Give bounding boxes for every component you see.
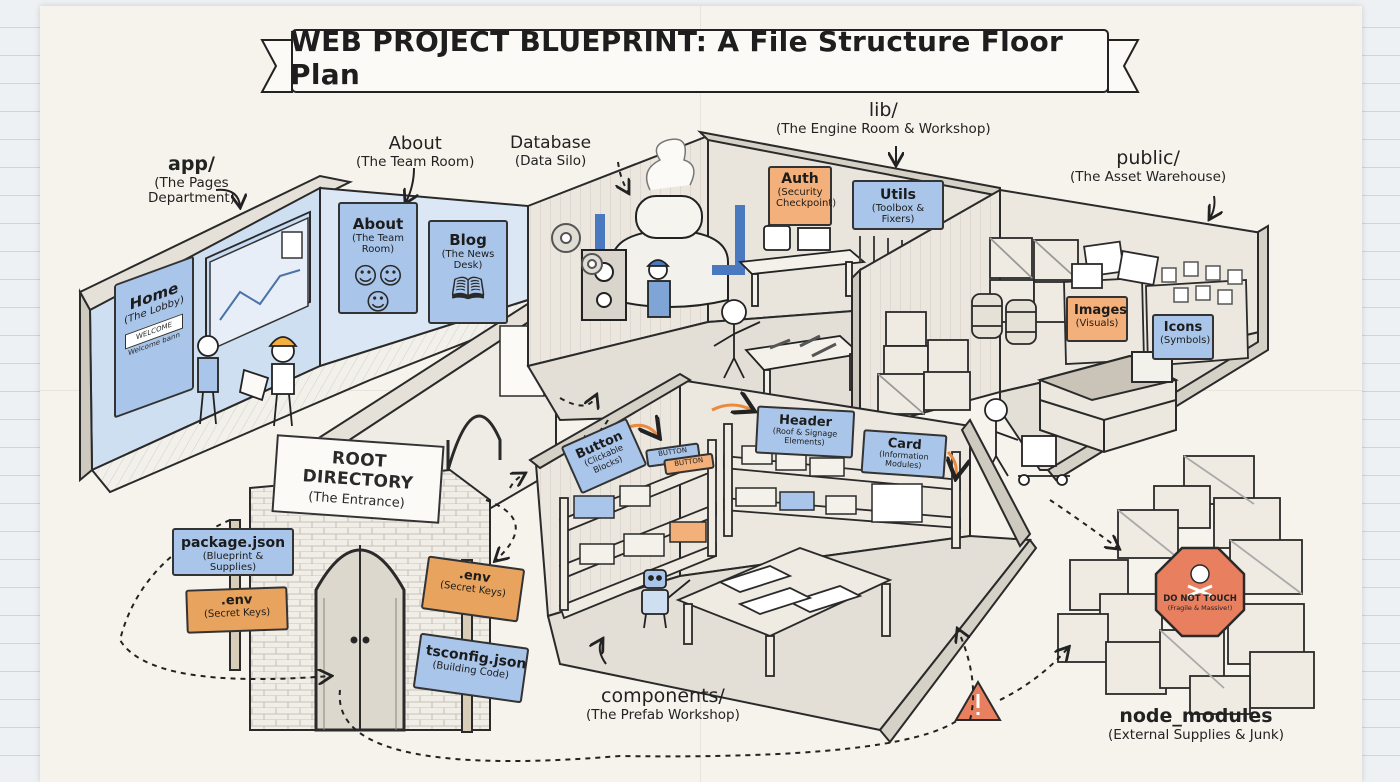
do-not-touch-title: DO NOT TOUCH [1163, 594, 1237, 604]
components-label: components/ (The Prefab Workshop) [586, 685, 740, 723]
button-box-label: BUTTON [673, 456, 704, 469]
images-sign-title: Images [1074, 303, 1128, 318]
database-label-name: Database [510, 133, 592, 153]
lib-label-name: lib/ [868, 99, 898, 121]
public-label: public/ (The Asset Warehouse) [1070, 147, 1227, 185]
utils-sign-sub: (Toolbox & Fixers) [871, 203, 925, 226]
package-json-title: package.json [180, 535, 286, 551]
book-icon: 🕮 [450, 271, 486, 307]
images-sign: Images (Visuals) [1066, 296, 1128, 342]
barrel [971, 293, 1037, 345]
env-sign-left: .env (Secret Keys) [185, 586, 289, 634]
wrench-icon [859, 236, 917, 264]
node-modules-heap [1057, 455, 1315, 715]
node-modules-label-name: node_modules [1119, 705, 1273, 727]
gear-icon [551, 223, 603, 275]
about-sign-title: About [352, 215, 404, 233]
worker-figure [197, 335, 298, 427]
card-sign-sub: (Information Modules) [878, 449, 929, 471]
components-label-name: components/ [601, 685, 725, 707]
icon-glyphs [1161, 261, 1243, 305]
about-label-name: About [388, 133, 442, 154]
robot-figure [641, 569, 691, 629]
lib-label-desc: (The Engine Room & Workshop) [776, 120, 991, 137]
planning-board [209, 216, 309, 352]
app-label: app/ (The Pages Department) [148, 153, 235, 207]
utils-sign-title: Utils [880, 187, 916, 203]
images-sign-sub: (Visuals) [1075, 318, 1119, 330]
lib-label: lib/ (The Engine Room & Workshop) [776, 99, 991, 137]
label-arrows [215, 146, 1215, 665]
public-label-desc: (The Asset Warehouse) [1070, 168, 1227, 185]
app-label-desc: (The Pages Department) [148, 174, 235, 207]
auth-sign-title: Auth [781, 171, 819, 187]
database-label-desc: (Data Silo) [514, 152, 587, 169]
root-directory-sign: ROOT DIRECTORY (The Entrance) [271, 434, 445, 524]
warning-triangle-icon [954, 680, 1002, 721]
open-crate [1036, 351, 1179, 454]
root-directory-title: ROOT DIRECTORY [301, 448, 414, 494]
icons-sign: Icons (Symbols) [1152, 314, 1214, 360]
app-label-name: app/ [168, 153, 215, 175]
auth-sign: Auth (Security Checkpoint) [768, 166, 837, 226]
mechanic-figure [646, 259, 671, 318]
node-modules-label-desc: (External Supplies & Junk) [1108, 726, 1284, 743]
team-icon: ☺☺☺ [352, 261, 404, 316]
page-title: WEB PROJECT BLUEPRINT: A File Structure … [290, 25, 1064, 91]
stick-figure-worker [713, 299, 761, 379]
header-sign: Header (Roof & Signage Elements) [754, 405, 856, 459]
about-sign: About (The Team Room) ☺☺☺ [338, 202, 418, 316]
header-sign-sub: (Roof & Signage Elements) [772, 426, 838, 448]
dolly-worker [984, 398, 1070, 486]
title-banner: WEB PROJECT BLUEPRINT: A File Structure … [290, 25, 1112, 91]
blog-sign-sub: (The News Desk) [441, 248, 495, 271]
env-left-sub: (Secret Keys) [203, 607, 271, 621]
blog-sign-title: Blog [449, 231, 487, 249]
do-not-touch-sub: (Fragile & Massive!) [1167, 604, 1233, 612]
about-label: About (The Team Room) [356, 133, 475, 170]
icons-sign-sub: (Symbols) [1160, 335, 1211, 347]
card-sign: Card (Information Modules) [860, 429, 948, 479]
public-label-name: public/ [1116, 147, 1180, 169]
about-label-desc: (The Team Room) [356, 153, 475, 170]
package-json-sign: package.json (Blueprint & Supplies) [172, 528, 294, 576]
components-label-desc: (The Prefab Workshop) [586, 706, 740, 723]
prefab-boxes [573, 445, 923, 565]
utils-sign: Utils (Toolbox & Fixers) [852, 180, 944, 230]
warning-octagon [1154, 546, 1246, 638]
do-not-touch-sign: DO NOT TOUCH (Fragile & Massive!) [1156, 550, 1244, 638]
package-json-sub: (Blueprint & Supplies) [202, 551, 264, 574]
auth-sign-sub: (Security Checkpoint) [776, 187, 837, 210]
about-sign-sub: (The Team Room) [351, 232, 405, 255]
database-label: Database (Data Silo) [510, 133, 592, 169]
blog-sign: Blog (The News Desk) 🕮 [428, 220, 508, 324]
database-boiler [581, 138, 745, 321]
assembly-table [675, 547, 893, 677]
title-banner-ribbon [260, 29, 1140, 93]
node-modules-label: node_modules (External Supplies & Junk) [1108, 705, 1284, 743]
icons-sign-title: Icons [1163, 320, 1203, 335]
